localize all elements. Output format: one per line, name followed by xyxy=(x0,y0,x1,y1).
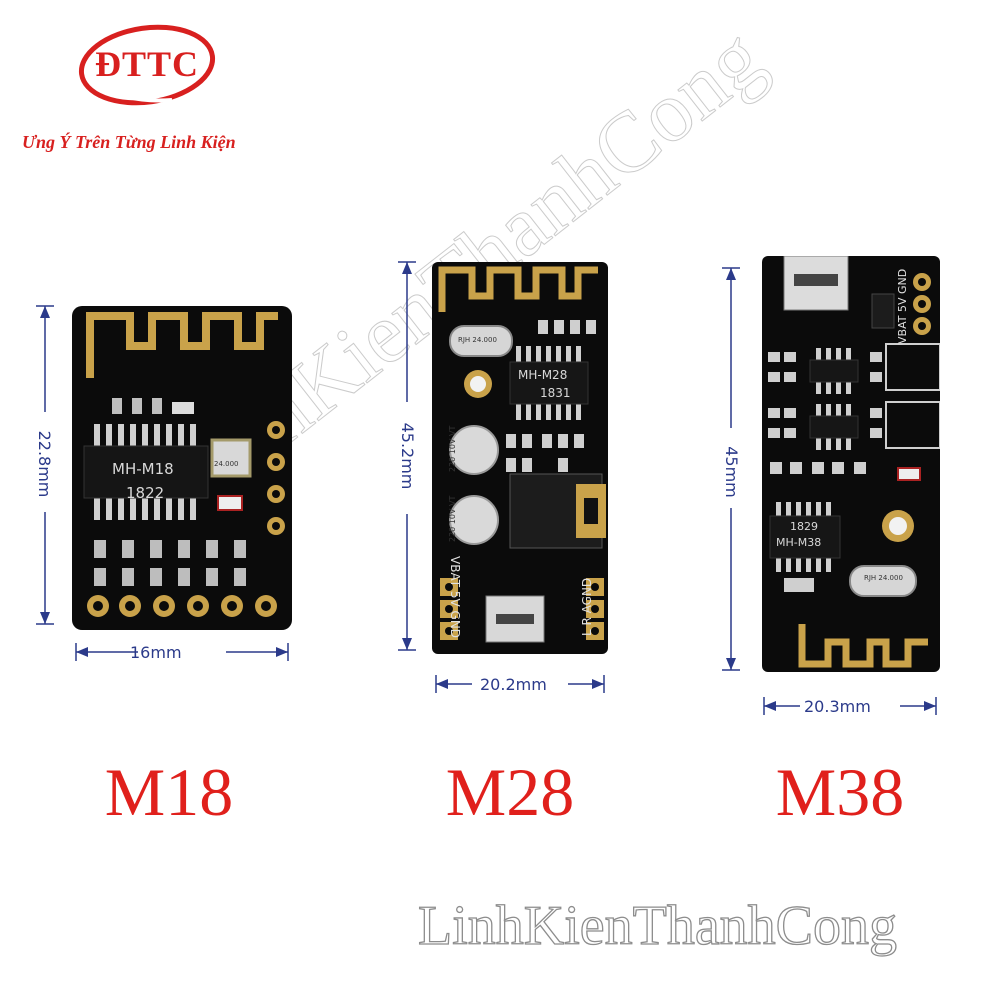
m18-height-dimension xyxy=(34,305,56,625)
m28-height-label: 45.2mm xyxy=(398,422,417,490)
m18-model-label: M18 xyxy=(104,754,234,830)
m18-chip-label: MH-M18 xyxy=(112,460,174,478)
m28-chip-code: 1831 xyxy=(540,386,571,400)
m18-width-label: 16mm xyxy=(130,643,182,662)
m18-crystal-label: 24.000 xyxy=(214,460,239,468)
m18-board-image xyxy=(72,306,292,630)
bottom-watermark: LinhKienThanhCong xyxy=(417,894,898,957)
m38-chip-code: 1829 xyxy=(790,520,818,533)
m28-pins-left-label: VBAT 5V GND xyxy=(448,556,462,639)
m38-height-label: 45mm xyxy=(722,446,741,498)
m18-chip-code: 1822 xyxy=(126,484,165,502)
m28-chip-label: MH-M28 xyxy=(518,368,568,382)
m18-height-label: 22.8mm xyxy=(35,430,54,498)
m38-width-label: 20.3mm xyxy=(804,697,871,716)
m28-pins-right-label: L R AGND xyxy=(580,577,594,636)
m28-cap-label-top: 220 10V VT xyxy=(448,425,457,472)
m38-model-label: M38 xyxy=(775,754,905,830)
brand-logo-text: ĐTTC xyxy=(94,44,200,84)
m28-cap-label-bottom: 220 10V VT xyxy=(448,495,457,542)
m38-crystal-label: RJH 24.000 xyxy=(864,574,903,582)
m28-height-dimension xyxy=(396,261,418,651)
m38-chip-label: MH-M38 xyxy=(776,536,822,549)
m28-width-dimension xyxy=(435,675,605,693)
m38-pins-top-label: VBAT 5V GND xyxy=(896,268,909,344)
m28-board-image xyxy=(432,262,608,654)
m38-board-image xyxy=(762,256,940,672)
m38-height-dimension xyxy=(720,267,742,671)
brand-slogan: Ưng Ý Trên Từng Linh Kiện xyxy=(22,132,236,152)
m28-width-label: 20.2mm xyxy=(480,675,547,694)
m28-model-label: M28 xyxy=(445,754,575,830)
m18-width-dimension xyxy=(75,643,289,661)
m28-crystal-label: RJH 24.000 xyxy=(458,336,497,344)
m38-width-dimension xyxy=(763,697,937,715)
brand-logo-ring-icon xyxy=(78,24,216,106)
